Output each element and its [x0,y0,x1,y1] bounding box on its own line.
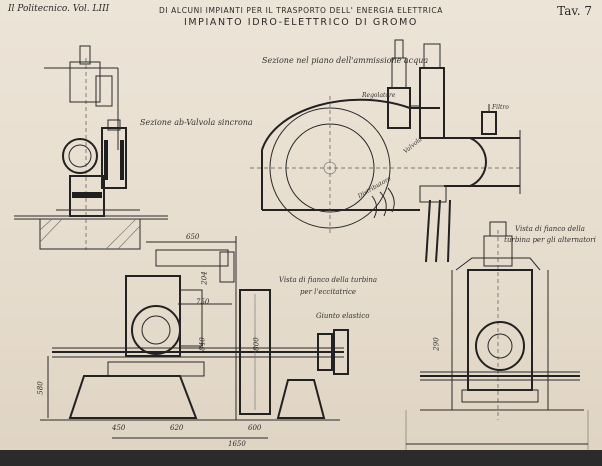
series-title: DI ALCUNI IMPIANTI PER IL TRASPORTO DELL… [159,6,443,15]
intake-section-title: Sezione nel piano dell'ammissione acqua [262,56,429,65]
dim-800: 800 [252,337,261,351]
plant-title: IMPIANTO IDRO-ELETTRICO DI GROMO [183,17,419,28]
dim-600: 600 [248,424,262,432]
dim-650: 650 [186,233,200,241]
elastic-joint-label: Giunto elastico [316,312,370,320]
dim-580: 580 [36,381,45,395]
alternator-view-title: Vista di fianco della turbina per gli al… [504,225,596,244]
exciter-view-title: Vista di fianco della turbina per l'ecci… [278,276,378,296]
intake-section-drawing [250,39,521,263]
dim-204: 204 [200,271,209,285]
regolatore-label: Regolatore [362,92,396,99]
bottom-edge-band [0,450,602,466]
dim-450: 450 [112,424,126,432]
dim-290: 290 [432,337,441,351]
valve-section-drawing [14,45,168,250]
plate-number: Tav. 7 [557,4,592,18]
exciter-elevation-drawing [40,236,349,439]
dim-750: 750 [196,298,210,306]
filtro-label: Filtro [492,104,509,111]
alternator-elevation-drawing [405,221,589,450]
valve-section-title: Sezione ab-Valvola sincrona [140,118,253,127]
dim-840: 840 [198,337,207,351]
dim-1650: 1650 [228,440,246,448]
journal-title: Il Politecnico. Vol. LIII [8,4,110,14]
dim-620: 620 [170,424,184,432]
